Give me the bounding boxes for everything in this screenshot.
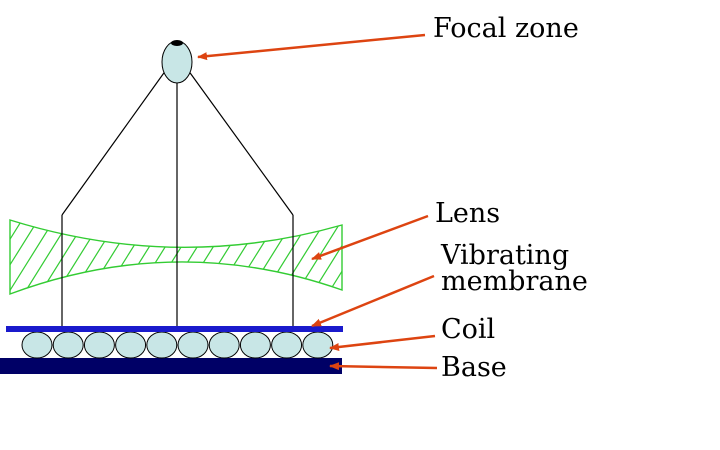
lens-hatch-line	[163, 220, 220, 294]
lens-hatch-line	[339, 220, 342, 294]
focal-zone-cap	[171, 40, 183, 46]
lens-hatch-line	[243, 220, 300, 294]
lens-hatch-line	[35, 220, 92, 294]
label-coil: Coil	[441, 314, 496, 345]
coil-turn	[302, 331, 334, 359]
label-focal-zone: Focal zone	[433, 13, 579, 44]
lens-hatch-line	[179, 220, 236, 294]
lens-hatch-line	[99, 220, 156, 294]
lens-hatch-line	[323, 220, 342, 294]
lens-hatch-line	[195, 220, 252, 294]
coil-row	[21, 331, 334, 359]
coil-turn	[177, 331, 209, 359]
lens-hatch-line	[259, 220, 316, 294]
focal-zone-ellipse	[161, 40, 193, 84]
label-lens: Lens	[435, 198, 501, 229]
vibrating-membrane	[6, 326, 343, 332]
lens-hatch-line	[372, 212, 427, 300]
lens-hatch-line	[227, 220, 284, 294]
coil-turn	[239, 331, 271, 359]
arrow-coil	[329, 334, 436, 351]
coil-turn	[52, 331, 84, 359]
label-membrane: membrane	[441, 266, 588, 297]
lens-hatch-line	[115, 220, 172, 294]
lens-hatch-line	[10, 220, 28, 294]
coil-turn	[271, 331, 303, 359]
lens-hatch-line	[10, 220, 44, 294]
arrow-base	[329, 362, 438, 371]
coil-turn	[146, 331, 178, 359]
coil-turn	[21, 331, 53, 359]
coil-turn	[208, 331, 240, 359]
label-vibrating: Vibrating	[441, 240, 570, 271]
lens-hatch-line	[211, 220, 268, 294]
arrow-focal-zone	[197, 33, 426, 61]
lens-hatch-line	[51, 220, 108, 294]
base-bar	[0, 358, 342, 374]
lens-shape	[9, 212, 427, 300]
lens-hatch-line	[307, 220, 342, 294]
arrow-membrane	[311, 274, 435, 328]
arrow-lens	[311, 214, 429, 261]
lens-hatch-line	[131, 220, 188, 294]
lens-hatch-line	[83, 220, 140, 294]
label-base: Base	[441, 352, 507, 383]
lens-hatch-line	[147, 220, 204, 294]
focus-lines	[61, 69, 294, 326]
coil-turn	[83, 331, 115, 359]
lens-hatch-line	[67, 220, 124, 294]
coil-turn	[115, 331, 147, 359]
pointer-arrows	[197, 33, 438, 371]
